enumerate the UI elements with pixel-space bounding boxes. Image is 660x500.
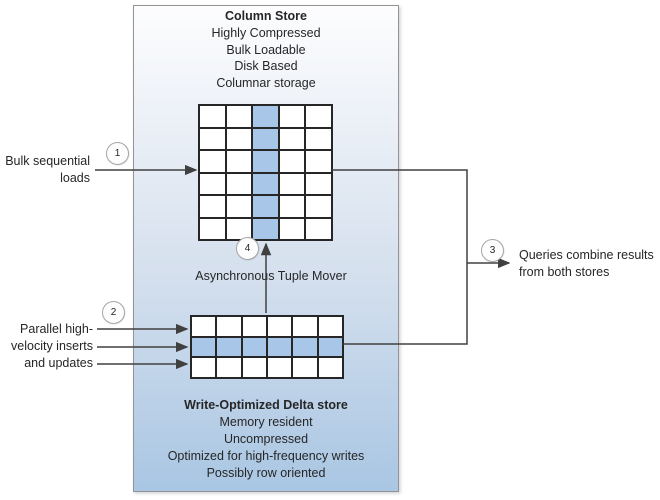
grid-cell	[306, 128, 331, 149]
inserts-label-line: and updates	[24, 356, 93, 370]
grid-cell	[279, 106, 305, 127]
grid-cell-highlighted	[242, 337, 266, 357]
step-badge-3: 3	[481, 239, 504, 262]
grid-cell	[226, 151, 252, 172]
inserts-label: Parallel high- velocity inserts and upda…	[11, 321, 93, 372]
grid-cell	[192, 358, 216, 377]
grid-cell-highlighted	[253, 128, 278, 149]
grid-cell	[192, 317, 216, 336]
bulk-loads-label-line: loads	[60, 171, 90, 185]
column-store-grid	[198, 104, 333, 241]
delta-store-feature: Optimized for high-frequency writes	[167, 449, 365, 463]
grid-cell	[306, 151, 331, 172]
column-store-feature: Highly Compressed	[211, 26, 321, 40]
tuple-mover-label: Asynchronous Tuple Mover	[195, 269, 347, 283]
grid-cell	[318, 317, 342, 336]
grid-cell	[200, 106, 225, 127]
grid-cell	[226, 173, 252, 194]
grid-cell-highlighted	[253, 173, 278, 194]
grid-cell-highlighted	[217, 337, 241, 357]
delta-store-grid	[190, 315, 344, 379]
grid-cell-highlighted	[293, 337, 317, 357]
column-store-feature: Columnar storage	[216, 75, 316, 90]
column-store-header: Column Store Highly Compressed Bulk Load…	[134, 7, 398, 91]
grid-cell	[268, 317, 292, 336]
delta-store-feature: Memory resident	[219, 415, 313, 429]
step-badge-1: 1	[106, 142, 129, 165]
grid-cell-highlighted	[318, 337, 342, 357]
grid-cell	[242, 317, 266, 336]
inserts-label-line: Parallel high-	[20, 322, 93, 336]
grid-cell-highlighted	[253, 196, 278, 217]
grid-cell	[279, 196, 305, 217]
grid-cell	[306, 106, 331, 127]
inserts-label-line: velocity inserts	[11, 339, 93, 353]
grid-cell-highlighted	[253, 218, 278, 239]
grid-cell	[279, 173, 305, 194]
grid-cell	[293, 317, 317, 336]
grid-cell	[226, 196, 252, 217]
grid-cell	[293, 358, 317, 377]
step-badge-2: 2	[102, 301, 125, 324]
column-store-feature: Disk Based	[234, 59, 298, 73]
grid-cell	[279, 218, 305, 239]
bulk-loads-label-line: Bulk sequential	[5, 154, 90, 168]
column-store-title: Column Store	[225, 9, 307, 23]
grid-cell-highlighted	[192, 337, 216, 357]
grid-cell	[306, 196, 331, 217]
grid-cell	[200, 173, 225, 194]
grid-cell-highlighted	[253, 151, 278, 172]
delta-store-title: Write-Optimized Delta store	[184, 398, 348, 412]
grid-cell	[217, 358, 241, 377]
grid-cell	[200, 218, 225, 239]
grid-cell	[306, 218, 331, 239]
queries-label-line: Queries combine results	[519, 248, 654, 262]
delta-store-feature: Possibly row oriented	[206, 466, 326, 480]
grid-cell	[226, 128, 252, 149]
column-store-feature: Bulk Loadable	[226, 42, 306, 57]
delta-store-footer: Write-Optimized Delta store Memory resid…	[134, 396, 398, 482]
grid-cell	[200, 128, 225, 149]
grid-cell	[226, 106, 252, 127]
queries-label-line: from both stores	[519, 265, 610, 279]
step-badge-4: 4	[236, 237, 259, 260]
bulk-loads-label: Bulk sequential loads	[5, 153, 90, 187]
delta-store-feature: Uncompressed	[223, 432, 309, 446]
queries-label: Queries combine results from both stores	[519, 247, 654, 281]
grid-cell	[200, 151, 225, 172]
grid-cell-highlighted	[268, 337, 292, 357]
grid-cell	[279, 151, 305, 172]
store-container: Column Store Highly Compressed Bulk Load…	[133, 5, 399, 492]
grid-cell	[306, 173, 331, 194]
grid-cell	[200, 196, 225, 217]
grid-cell-highlighted	[253, 106, 278, 127]
grid-cell	[318, 358, 342, 377]
grid-cell	[226, 218, 252, 239]
grid-cell	[217, 317, 241, 336]
grid-cell	[279, 128, 305, 149]
grid-cell	[268, 358, 292, 377]
grid-cell	[242, 358, 266, 377]
